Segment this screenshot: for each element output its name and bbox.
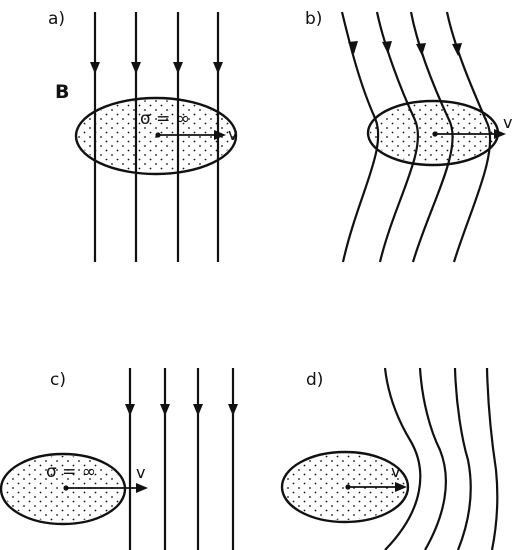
panel-d-label: d) bbox=[306, 370, 323, 390]
velocity-head-b bbox=[494, 129, 506, 139]
field-arrow-b1 bbox=[348, 41, 358, 54]
velocity-head-a bbox=[214, 130, 226, 140]
field-arrow-c1 bbox=[125, 404, 135, 416]
velocity-label-b: v bbox=[503, 113, 512, 132]
field-line-d3 bbox=[453, 367, 472, 550]
panel-c-label: c) bbox=[50, 370, 66, 390]
panel-d: d) v bbox=[280, 367, 499, 550]
field-arrow-c2 bbox=[160, 404, 170, 416]
panel-a: a) B σ = ∞ v bbox=[48, 9, 237, 262]
field-arrow-b3 bbox=[416, 43, 426, 56]
field-arrow-c4 bbox=[228, 404, 238, 416]
panel-c: c) σ = ∞ v bbox=[0, 368, 238, 550]
field-arrow-b2 bbox=[382, 41, 392, 54]
field-label: B bbox=[55, 81, 69, 103]
velocity-label-d: v bbox=[391, 462, 400, 481]
field-arrow-a1 bbox=[90, 62, 100, 74]
field-line-d4 bbox=[485, 367, 499, 550]
field-line-d2 bbox=[418, 367, 447, 550]
conductor-dots-c bbox=[3, 456, 123, 522]
field-line-d1 bbox=[383, 367, 422, 550]
field-arrow-a4 bbox=[213, 62, 223, 74]
velocity-head-c bbox=[136, 483, 148, 493]
conductivity-label-a: σ = ∞ bbox=[140, 109, 190, 129]
panel-a-label: a) bbox=[48, 9, 65, 29]
field-arrow-c3 bbox=[193, 404, 203, 416]
velocity-label-c: v bbox=[136, 463, 145, 482]
panel-b: b) v bbox=[305, 9, 512, 263]
field-arrow-a2 bbox=[131, 62, 141, 74]
velocity-label-a: v bbox=[228, 125, 237, 144]
panel-b-label: b) bbox=[305, 9, 322, 29]
velocity-head-d bbox=[395, 482, 407, 492]
conductivity-label-c: σ = ∞ bbox=[46, 462, 96, 482]
conductor-dots-d bbox=[284, 454, 406, 520]
field-arrow-a3 bbox=[173, 62, 183, 74]
field-arrow-b4 bbox=[452, 43, 462, 56]
